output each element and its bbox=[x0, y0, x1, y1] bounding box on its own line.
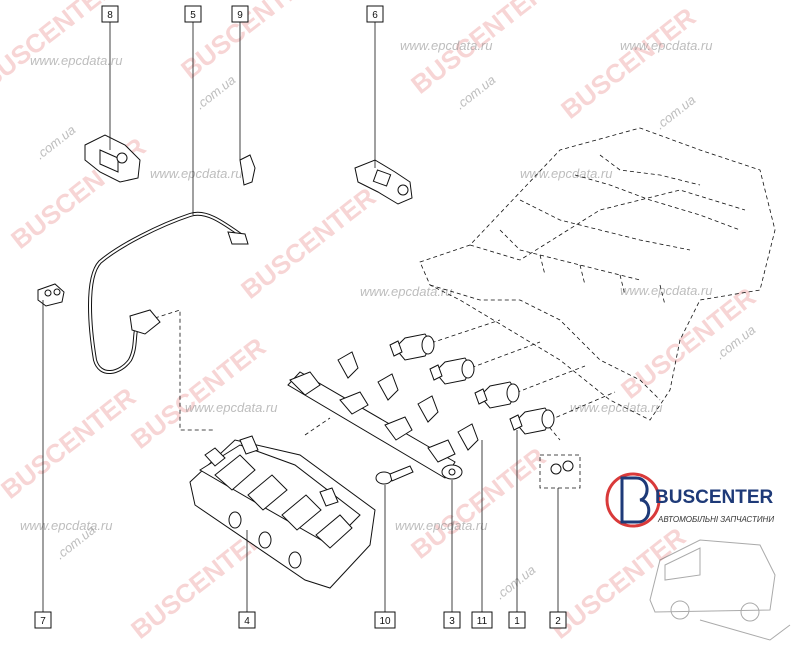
part-4-cover bbox=[189, 435, 376, 589]
watermark-site: www.epcdata.ru bbox=[620, 38, 713, 53]
callout-label: 7 bbox=[40, 616, 46, 627]
watermark-site: www.epcdata.ru bbox=[400, 38, 493, 53]
part-10-bolt bbox=[375, 465, 414, 485]
callout-8[interactable]: 8 bbox=[101, 5, 119, 23]
callout-9[interactable]: 9 bbox=[231, 5, 249, 23]
watermark-domain: .com.ua bbox=[453, 72, 499, 112]
watermark-layer: BUSCENTER BUSCENTER BUSCENTER BUSCENTER … bbox=[0, 0, 761, 645]
callout-label: 2 bbox=[555, 616, 561, 627]
callout-label: 8 bbox=[107, 10, 113, 21]
watermark-site: www.epcdata.ru bbox=[520, 166, 613, 181]
watermark-domain: .com.ua bbox=[653, 92, 699, 132]
callout-5[interactable]: 5 bbox=[184, 5, 202, 23]
intake-manifold-outline bbox=[419, 127, 776, 421]
callout-label: 11 bbox=[477, 616, 488, 627]
injector bbox=[509, 407, 555, 435]
watermark-site: www.epcdata.ru bbox=[20, 518, 113, 533]
logo-name: BUSCENTER bbox=[655, 487, 774, 508]
callout-label: 1 bbox=[514, 616, 520, 627]
watermark-site: www.epcdata.ru bbox=[620, 283, 713, 298]
watermark-site: www.epcdata.ru bbox=[395, 518, 488, 533]
callout-6[interactable]: 6 bbox=[366, 5, 384, 23]
callout-label: 10 bbox=[379, 616, 391, 627]
callout-label: 6 bbox=[372, 10, 378, 21]
injector-clips bbox=[337, 351, 479, 451]
callout-11[interactable]: 11 bbox=[471, 611, 493, 629]
watermark-brand: BUSCENTER bbox=[125, 331, 271, 454]
part-3-fuel-rail bbox=[287, 371, 463, 480]
callout-label: 4 bbox=[244, 616, 250, 627]
watermark-brand: BUSCENTER bbox=[545, 521, 691, 644]
callout-10[interactable]: 10 bbox=[374, 611, 396, 629]
part-2-o-rings bbox=[539, 454, 581, 489]
injector bbox=[429, 357, 475, 385]
callout-1[interactable]: 1 bbox=[508, 611, 526, 629]
callout-label: 9 bbox=[237, 10, 243, 21]
watermark-site: www.epcdata.ru bbox=[570, 400, 663, 415]
watermark-site: www.epcdata.ru bbox=[150, 166, 243, 181]
callout-4[interactable]: 4 bbox=[238, 611, 256, 629]
watermark-site: www.epcdata.ru bbox=[360, 284, 453, 299]
van-illustration bbox=[649, 539, 791, 641]
watermark-domain: .com.ua bbox=[493, 562, 539, 602]
watermark-brand: BUSCENTER bbox=[0, 381, 141, 504]
watermark-site: www.epcdata.ru bbox=[30, 53, 123, 68]
part-6-sensor bbox=[354, 159, 413, 205]
watermark-domain: .com.ua bbox=[33, 122, 79, 162]
logo-ring bbox=[605, 472, 661, 528]
logo-tagline: АВТОМОБІЛЬНІ ЗАПЧАСТИНИ bbox=[657, 515, 774, 524]
part-7-bracket bbox=[37, 283, 65, 307]
brand-logo: BUSCENTER АВТОМОБІЛЬНІ ЗАПЧАСТИНИ bbox=[605, 472, 791, 641]
callout-2[interactable]: 2 bbox=[549, 611, 567, 629]
part-9-retaining-clip bbox=[239, 154, 256, 186]
callout-7[interactable]: 7 bbox=[34, 611, 52, 629]
callout-3[interactable]: 3 bbox=[443, 611, 461, 629]
injector bbox=[474, 381, 520, 409]
part-8-connector-clip bbox=[84, 134, 141, 183]
leader-lines bbox=[42, 22, 559, 612]
callout-label: 3 bbox=[449, 616, 455, 627]
callout-label: 5 bbox=[190, 10, 196, 21]
logo-mark-icon bbox=[620, 476, 651, 524]
part-5-pipe bbox=[88, 211, 249, 374]
part-1-injectors bbox=[389, 333, 555, 435]
watermark-site: www.epcdata.ru bbox=[185, 400, 278, 415]
injector bbox=[389, 333, 435, 361]
